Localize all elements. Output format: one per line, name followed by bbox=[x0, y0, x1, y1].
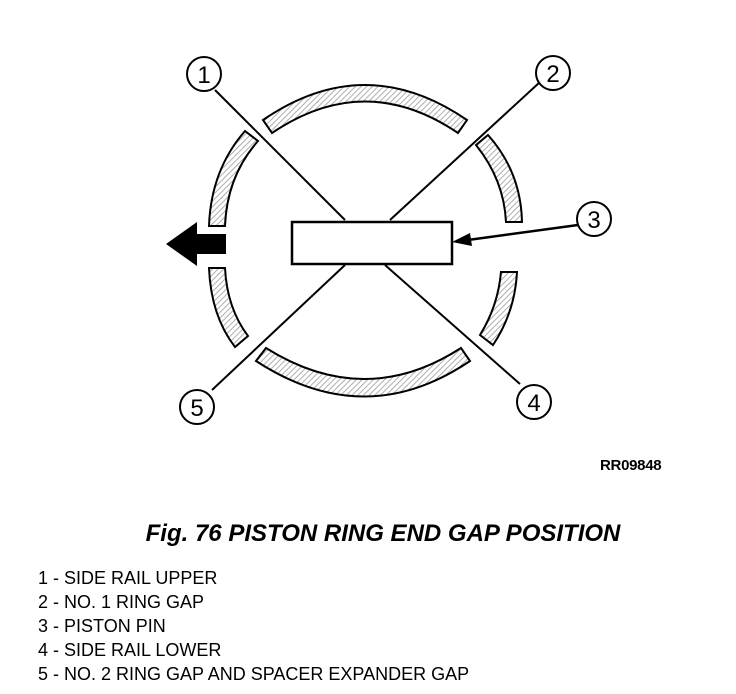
callout-4-label: 4 bbox=[527, 390, 540, 417]
gap-line-upper-right bbox=[389, 81, 541, 221]
gap-line-upper-left bbox=[214, 89, 346, 221]
callout-1: 1 bbox=[186, 56, 222, 92]
ring-segment-right-lower bbox=[478, 271, 519, 347]
legend-item: 5 - NO. 2 RING GAP AND SPACER EXPANDER G… bbox=[38, 664, 470, 684]
piston-ring-diagram: 1 2 3 4 5 bbox=[166, 55, 612, 425]
legend-item: 4 - SIDE RAIL LOWER bbox=[38, 640, 222, 660]
callout-3-label: 3 bbox=[587, 207, 600, 234]
legend-item: 2 - NO. 1 RING GAP bbox=[38, 592, 205, 612]
gap-line-lower-right bbox=[384, 264, 521, 385]
ring-segment-bottom bbox=[254, 346, 472, 398]
legend: 1 - SIDE RAIL UPPER 2 - NO. 1 RING GAP 3… bbox=[38, 566, 469, 686]
figure-caption: Fig. 76 PISTON RING END GAP POSITION bbox=[145, 520, 621, 547]
ring-segment-left-lower bbox=[207, 267, 250, 349]
callout-1-label: 1 bbox=[197, 62, 210, 89]
ring-segment-left-upper bbox=[207, 129, 260, 227]
figure-code: RR09848 bbox=[600, 457, 662, 474]
piston-pin-leader-arrowhead bbox=[452, 233, 472, 246]
legend-item: 1 - SIDE RAIL UPPER bbox=[38, 568, 218, 588]
callout-2-label: 2 bbox=[546, 61, 559, 88]
piston-pin-leader bbox=[467, 223, 579, 242]
callout-5-label: 5 bbox=[190, 395, 203, 422]
gap-line-lower-left bbox=[211, 264, 346, 391]
ring-segments bbox=[207, 84, 524, 398]
callout-5: 5 bbox=[179, 389, 215, 425]
left-arrow-icon bbox=[166, 222, 226, 266]
legend-item: 3 - PISTON PIN bbox=[38, 616, 166, 636]
callout-4: 4 bbox=[516, 384, 552, 420]
callout-3: 3 bbox=[576, 201, 612, 237]
piston-pin bbox=[290, 220, 454, 266]
ring-segment-right-upper bbox=[474, 133, 524, 223]
callout-2: 2 bbox=[535, 55, 571, 91]
ring-segment-top bbox=[261, 84, 469, 135]
